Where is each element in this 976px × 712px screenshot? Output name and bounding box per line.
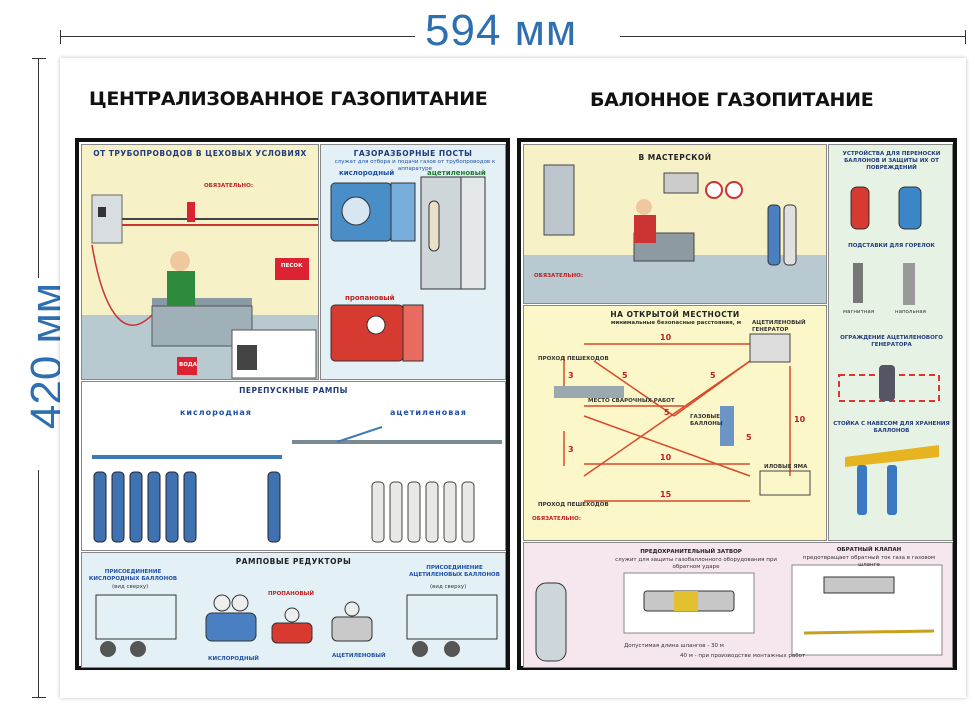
sand-label: ПЕСОК [281, 263, 303, 269]
ramp-oxygen-label: кислородная [180, 408, 252, 417]
check-valve-title: ОБРАТНЫЙ КЛАПАН [836, 547, 902, 553]
ramp-acetylene-label: ацетиленовая [390, 408, 467, 417]
dist-10-top: 10 [660, 333, 672, 342]
stand-floor-label: напольная [895, 309, 926, 315]
pit-label: ИЛОВЫЕ ЯМА [764, 464, 808, 470]
gas-posts-illustration [330, 176, 486, 362]
workshop-illustration [82, 194, 318, 379]
dist-10-right: 10 [794, 415, 806, 424]
post-oxygen-label: кислородный [339, 169, 395, 177]
water-label: ВОДА [179, 362, 198, 368]
width-label: 594 мм [425, 6, 578, 55]
workshop-mandatory: ОБЯЗАТЕЛЬНО: [204, 183, 254, 189]
in-workshop-illustration [524, 164, 826, 303]
dist-10-mid: 10 [660, 453, 672, 462]
title-left: ЦЕНТРАЛИЗОВАННОЕ ГАЗОПИТАНИЕ [89, 88, 488, 110]
height-dimension-line-top [38, 58, 39, 278]
width-tick-right [965, 30, 966, 44]
dist-5-a: 5 [622, 371, 628, 380]
conn-oxygen-sub: (вид сверху) [112, 584, 149, 590]
post-propane-label: пропановый [345, 294, 395, 302]
weld-place-label: МЕСТО СВАРОЧНЫХ РАБОТ [588, 398, 675, 404]
generator-label: АЦЕТИЛЕНОВЫЙ ГЕНЕРАТОР [752, 320, 806, 333]
outdoor-title: НА ОТКРЫТОЙ МЕСТНОСТИ [610, 310, 740, 319]
panel-in-workshop: В МАСТЕРСКОЙ ОБЯЗАТЕЛЬНО: [523, 144, 827, 304]
gas-posts-subtitle: служат для отбора и подачи газов от труб… [334, 159, 496, 172]
panel-workshop-pipelines: ОТ ТРУБОПРОВОДОВ В ЦЕХОВЫХ УСЛОВИЯХ ОБЯЗ… [81, 144, 319, 380]
gas-posts-title: ГАЗОРАЗБОРНЫЕ ПОСТЫ [353, 149, 473, 158]
walkway-label: ПРОХОД ПЕШЕХОДОВ [538, 356, 609, 362]
outdoor-subtitle: минимальные безопасные расстояния, м [610, 320, 742, 326]
width-dimension-line-left [60, 36, 415, 37]
height-tick-top [32, 58, 46, 59]
panel-bypass-ramps: ПЕРЕПУСКНЫЕ РАМПЫ кислородная ацетиленов… [81, 381, 506, 551]
height-tick-bottom [32, 697, 46, 698]
panel-workshop-title: ОТ ТРУБОПРОВОДОВ В ЦЕХОВЫХ УСЛОВИЯХ [93, 149, 307, 158]
conn-oxygen-label: ПРИСОЕДИНЕНИЕ КИСЛОРОДНЫХ БАЛЛОНОВ [88, 569, 178, 582]
in-workshop-mandatory: ОБЯЗАТЕЛЬНО: [534, 273, 584, 279]
right-poster: В МАСТЕРСКОЙ ОБЯЗАТЕЛЬНО: [517, 138, 957, 670]
ramps-illustration [92, 426, 502, 543]
conn-acetylene-label: ПРИСОЕДИНЕНИЕ АЦЕТИЛЕНОВЫХ БАЛЛОНОВ [409, 565, 500, 578]
reducers-title: РАМПОВЫЕ РЕДУКТОРЫ [235, 557, 352, 566]
reducer-acetylene-label: АЦЕТИЛЕНОВЫЙ [332, 653, 386, 659]
title-right: БАЛОННОЕ ГАЗОПИТАНИЕ [590, 89, 874, 111]
outdoor-distance-diagram [554, 333, 811, 502]
stand-board: ЦЕНТРАЛИЗОВАННОЕ ГАЗОПИТАНИЕ БАЛОННОЕ ГА… [60, 58, 966, 698]
outdoor-mandatory: ОБЯЗАТЕЛЬНО: [532, 516, 582, 522]
walkway-label-2: ПРОХОД ПЕШЕХОДОВ [538, 502, 609, 508]
width-dimension-line-right [620, 36, 966, 37]
check-valve-subtitle: предотвращает обратный ток газа в газово… [802, 555, 936, 568]
reducer-propane-label: ПРОПАНОВЫЙ [268, 591, 314, 597]
dist-5-c: 5 [664, 408, 670, 417]
post-acetylene-label: ацетиленовый [427, 169, 486, 177]
reducer-oxygen-label: КИСЛОРОДНЫЙ [208, 656, 259, 662]
valve-title: ПРЕДОХРАНИТЕЛЬНЫЙ ЗАТВОР [640, 549, 742, 555]
panel-gas-posts: ГАЗОРАЗБОРНЫЕ ПОСТЫ служат для отбора и … [320, 144, 506, 380]
generator-fence-label: ОГРАЖДЕНИЕ АЦЕТИЛЕНОВОГО ГЕНЕРАТОРА [840, 335, 943, 348]
dist-15: 15 [660, 490, 672, 499]
stand-magnetic-label: магнитная [843, 309, 875, 315]
in-workshop-title: В МАСТЕРСКОЙ [638, 153, 712, 162]
panel-side-equipment: УСТРОЙСТВА ДЛЯ ПЕРЕНОСКИ БАЛЛОНОВ И ЗАЩИ… [828, 144, 953, 541]
side-equipment-illustration [838, 186, 940, 515]
storage-rack-label: СТОЙКА С НАВЕСОМ ДЛЯ ХРАНЕНИЯ БАЛЛОНОВ [833, 421, 950, 434]
width-tick-left [60, 30, 61, 44]
height-dimension-line-bottom [38, 470, 39, 698]
hose-length-label: Допустимая длина шлангов - 30 м [624, 643, 724, 649]
ramps-title: ПЕРЕПУСКНЫЕ РАМПЫ [239, 386, 348, 395]
hose-length-label-2: 40 м - при производстве монтажных работ [680, 653, 806, 659]
dist-3-b: 3 [568, 445, 574, 454]
panel-outdoor: НА ОТКРЫТОЙ МЕСТНОСТИ минимальные безопа… [523, 305, 827, 541]
gas-cylinders-label: ГАЗОВЫЕ БАЛЛОНЫ [690, 414, 723, 427]
burner-stands-label: ПОДСТАВКИ ДЛЯ ГОРЕЛОК [848, 243, 935, 249]
dist-5-d: 5 [746, 433, 752, 442]
safety-valves-illustration [535, 564, 943, 662]
panel-ramp-reducers: РАМПОВЫЕ РЕДУКТОРЫ ПРИСОЕДИНЕНИЕ КИСЛОРО… [81, 552, 506, 668]
reducers-illustration [95, 594, 498, 657]
conn-acetylene-sub: (вид сверху) [430, 584, 467, 590]
left-poster: ОТ ТРУБОПРОВОДОВ В ЦЕХОВЫХ УСЛОВИЯХ ОБЯЗ… [75, 138, 510, 670]
dist-5-b: 5 [710, 371, 716, 380]
carry-devices-label: УСТРОЙСТВА ДЛЯ ПЕРЕНОСКИ БАЛЛОНОВ И ЗАЩИ… [842, 151, 941, 171]
dist-3-a: 3 [568, 371, 574, 380]
valve-subtitle: служит для защиты газобаллонного оборудо… [615, 557, 777, 570]
panel-safety-valves: ПРЕДОХРАНИТЕЛЬНЫЙ ЗАТВОР служит для защи… [523, 542, 953, 668]
